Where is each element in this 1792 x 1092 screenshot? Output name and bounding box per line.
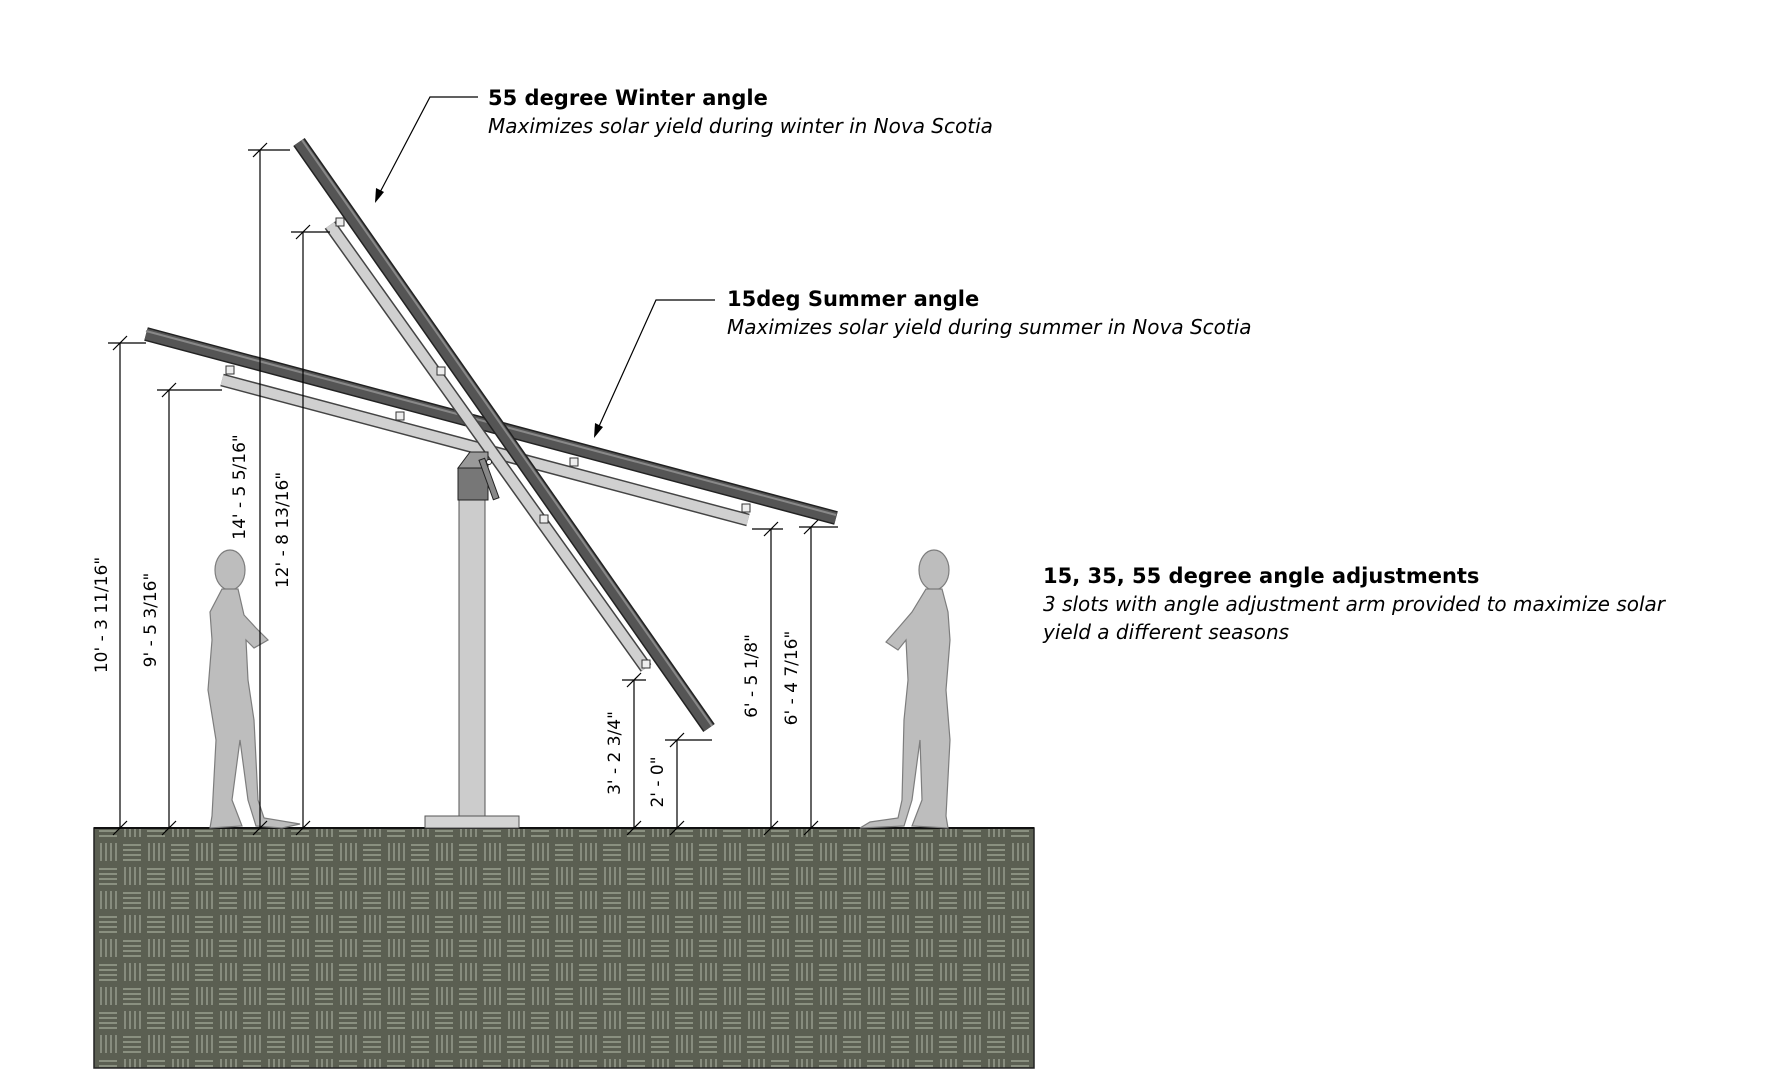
dim-label-2: 9' - 5 3/16" <box>141 573 161 668</box>
dimension-lines <box>108 142 838 836</box>
dim-label-7: 6' - 5 1/8" <box>742 634 762 718</box>
adjust-callout-title: 15, 35, 55 degree angle adjustments <box>1043 564 1479 588</box>
leader-lines <box>375 96 715 438</box>
winter-panel <box>293 137 715 733</box>
human-figure-left <box>207 549 301 829</box>
adjust-callout-desc-1: 3 slots with angle adjustment arm provid… <box>1043 592 1667 616</box>
summer-callout-desc: Maximizes solar yield during summer in N… <box>727 315 1252 339</box>
pivot-head <box>457 451 500 501</box>
dim-label-5: 3' - 2 3/4" <box>605 711 625 795</box>
adjust-callout-desc-2: yield a different seasons <box>1042 620 1289 644</box>
ground-block <box>93 827 1035 1069</box>
dim-label-1: 10' - 3 11/16" <box>92 557 112 673</box>
winter-callout-desc: Maximizes solar yield during winter in N… <box>488 114 993 138</box>
dim-label-3: 14' - 5 5/16" <box>230 434 250 539</box>
human-figure-right <box>859 549 951 829</box>
support-post <box>458 487 486 817</box>
dim-label-8: 6' - 4 7/16" <box>782 631 802 726</box>
winter-callout-title: 55 degree Winter angle <box>488 86 768 110</box>
post-base-plate <box>424 815 520 829</box>
dim-label-6: 2' - 0" <box>648 756 668 807</box>
dim-label-4: 12' - 8 13/16" <box>273 472 293 588</box>
summer-callout-title: 15deg Summer angle <box>727 287 979 311</box>
